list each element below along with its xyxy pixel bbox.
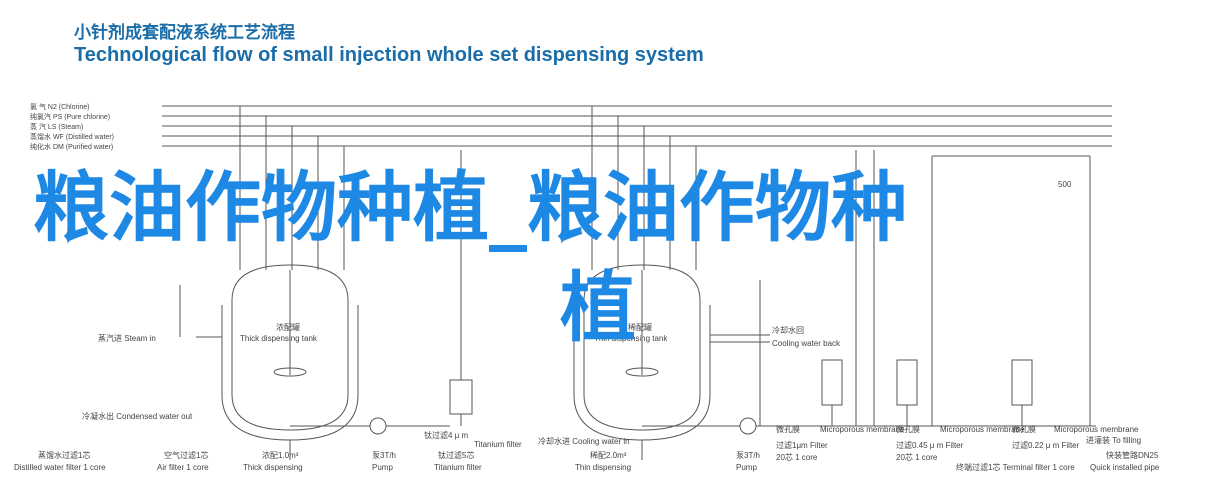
equipment-label-zh: 过滤0.45 μ m Filter — [896, 440, 964, 450]
equipment-label-zh: 蒸馏水过滤1芯 — [38, 450, 90, 460]
equipment-label-en: Microporous membrane — [1054, 425, 1139, 434]
equipment-label-zh: 钛过滤5芯 — [438, 450, 474, 460]
equipment-label-en: Thick dispensing — [243, 463, 303, 472]
condensed-out-label: 冷凝水出 Condensed water out — [82, 411, 193, 421]
title-chinese: 小针剂成套配液系统工艺流程 — [74, 23, 295, 43]
equipment-label-en: 20芯 1 core — [896, 452, 938, 462]
pipeline-label: 氯 气 N2 (Chlorine) — [30, 102, 90, 111]
equipment-label-zh: 空气过滤1芯 — [164, 450, 208, 460]
equipment-label-en: Air filter 1 core — [157, 463, 209, 472]
equipment-label-zh: 微孔膜 — [896, 424, 920, 434]
equipment-label-en: Microporous membrane — [820, 425, 905, 434]
equipment-label-en: Thin dispensing — [575, 463, 631, 472]
equipment-label-zh: 稀配2.0m³ — [590, 450, 627, 460]
cooling-back-label-en: Cooling water back — [772, 339, 841, 348]
thick-tank-label-zh: 浓配罐 — [276, 322, 300, 332]
equipment-label-en: Microporous membrane — [940, 425, 1025, 434]
equipment-label-en: Distilled water filter 1 core — [14, 463, 106, 472]
cooling-in-label: 冷却水进 Cooling water in — [538, 436, 630, 446]
equipment-label-zh: 过滤1μm Filter — [776, 440, 828, 450]
to-filling-label: 进灌装 To filling — [1086, 435, 1141, 445]
thick-tank-label-en: Thick dispensing tank — [240, 334, 318, 343]
equipment-label-zh: 泵3T/h — [372, 451, 396, 460]
equipment-label-zh: 微孔膜 — [1012, 424, 1036, 434]
equipment-label-zh: 微孔膜 — [776, 424, 800, 434]
equipment-label-en: Pump — [372, 463, 393, 472]
equipment-label-zh: 过滤0.22 μ m Filter — [1012, 440, 1080, 450]
thin-tank-label-en: Thin dispensing tank — [594, 334, 668, 343]
equipment-label-en: Titanium filter — [474, 440, 522, 449]
watermark-line-2: 植 — [560, 263, 636, 352]
equipment-label-zh: 浓配1.0m³ — [262, 451, 299, 460]
equipment-label-zh: 泵3T/h — [736, 451, 760, 460]
equipment-label-zh: 钛过滤4 μ m — [424, 430, 469, 440]
equipment-label-en: Quick installed pipe — [1090, 463, 1160, 472]
equipment-label-en: Pump — [736, 463, 757, 472]
equipment-label-en: 20芯 1 core — [776, 452, 818, 462]
equipment-label-en: Titanium filter — [434, 463, 482, 472]
temperature-label: 500 — [1058, 180, 1072, 189]
watermark-line-1: 粮油作物种植_粮油作物种 — [33, 163, 907, 252]
pipeline-label: 蒸馏水 WF (Distilled water) — [30, 132, 114, 141]
equipment-label-zh: 快装管路DN25 — [1106, 450, 1159, 460]
thin-tank-label-zh: 稀配罐 — [628, 322, 652, 332]
title-english: Technological flow of small injection wh… — [74, 44, 704, 66]
pipeline-label: 蒸 汽 LS (Steam) — [30, 122, 83, 131]
equipment-label-en: 终端过滤1芯 Terminal filter 1 core — [956, 462, 1075, 472]
pipeline-label: 纯氯汽 PS (Pure chlorine) — [30, 112, 110, 121]
steam-in-label: 蒸汽进 Steam in — [98, 333, 156, 343]
cooling-back-label-zh: 冷却水回 — [772, 325, 804, 335]
pipeline-label: 纯化水 DM (Purified water) — [30, 142, 113, 151]
